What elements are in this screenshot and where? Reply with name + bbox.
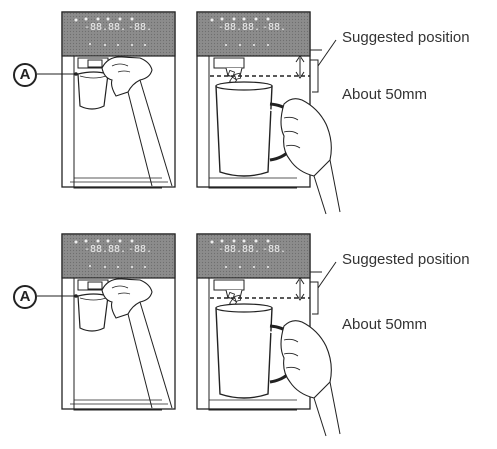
display-digit: 88. [242, 22, 260, 33]
callout-a-marker: A [13, 285, 37, 309]
distance-label: About 50mm [342, 316, 427, 333]
panel-bottom [37, 234, 340, 436]
display-digit: -88. [218, 22, 242, 33]
display-digit: 88. [108, 22, 126, 33]
callout-a-marker: A [13, 63, 37, 87]
display-digit: 88. [108, 244, 126, 255]
display-digit: -88. [218, 244, 242, 255]
distance-label: About 50mm [342, 86, 427, 103]
display-digit: -88. [262, 22, 286, 33]
dispenser-cup-illustration [197, 234, 340, 436]
suggested-position-label: Suggested position [342, 251, 470, 268]
display-digit: -88. [262, 244, 286, 255]
panel-top [37, 12, 340, 214]
dispenser-press-illustration [37, 12, 175, 188]
dispenser-press-illustration [37, 234, 175, 410]
dispenser-cup-illustration [197, 12, 340, 214]
display-digit: 88. [242, 244, 260, 255]
suggested-position-label: Suggested position [342, 29, 470, 46]
display-digit: -88. [128, 22, 152, 33]
display-digit: -88. [128, 244, 152, 255]
display-digit: -88. [84, 244, 108, 255]
display-digit: -88. [84, 22, 108, 33]
